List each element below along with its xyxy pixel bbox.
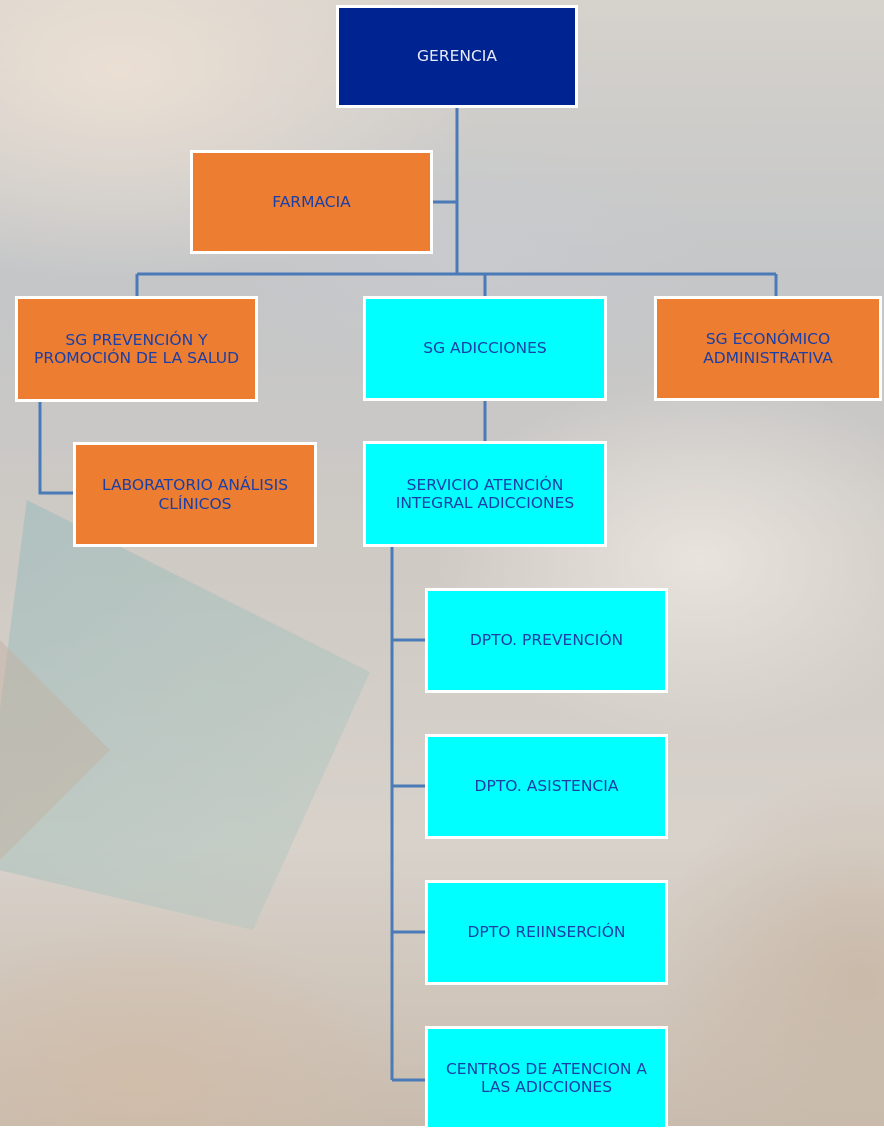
node-farmacia-label: FARMACIA: [272, 192, 351, 211]
node-laboratorio: LABORATORIO ANÁLISIS CLÍNICOS: [73, 442, 317, 547]
node-farmacia: FARMACIA: [190, 150, 433, 254]
node-dpto-reinsercion-label: DPTO REIINSERCIÓN: [467, 923, 626, 942]
node-sg-economico: SG ECONÓMICO ADMINISTRATIVA: [654, 296, 882, 401]
node-sg-prevencion: SG PREVENCIÓN Y PROMOCIÓN DE LA SALUD: [15, 296, 258, 402]
node-servicio-label: SERVICIO ATENCIÓN INTEGRAL ADICCIONES: [395, 475, 575, 512]
node-centros-label: CENTROS DE ATENCION A LAS ADICCIONES: [445, 1059, 648, 1096]
node-sg-economico-label: SG ECONÓMICO ADMINISTRATIVA: [703, 330, 833, 367]
node-dpto-reinsercion: DPTO REIINSERCIÓN: [425, 880, 668, 985]
node-dpto-prevencion-label: DPTO. PREVENCIÓN: [469, 631, 624, 650]
connector-laboratorio: [38, 400, 76, 495]
node-centros: CENTROS DE ATENCION A LAS ADICCIONES: [425, 1026, 668, 1130]
node-servicio: SERVICIO ATENCIÓN INTEGRAL ADICCIONES: [363, 441, 607, 547]
node-laboratorio-label: LABORATORIO ANÁLISIS CLÍNICOS: [101, 476, 289, 513]
node-gerencia-label: GERENCIA: [417, 47, 497, 66]
node-sg-adicciones: SG ADICCIONES: [363, 296, 607, 401]
node-sg-prevencion-label: SG PREVENCIÓN Y PROMOCIÓN DE LA SALUD: [33, 330, 240, 367]
node-gerencia: GERENCIA: [336, 5, 578, 108]
node-dpto-asistencia-label: DPTO. ASISTENCIA: [474, 777, 619, 796]
node-dpto-prevencion: DPTO. PREVENCIÓN: [425, 588, 668, 693]
node-sg-adicciones-label: SG ADICCIONES: [423, 339, 547, 358]
node-dpto-asistencia: DPTO. ASISTENCIA: [425, 734, 668, 839]
